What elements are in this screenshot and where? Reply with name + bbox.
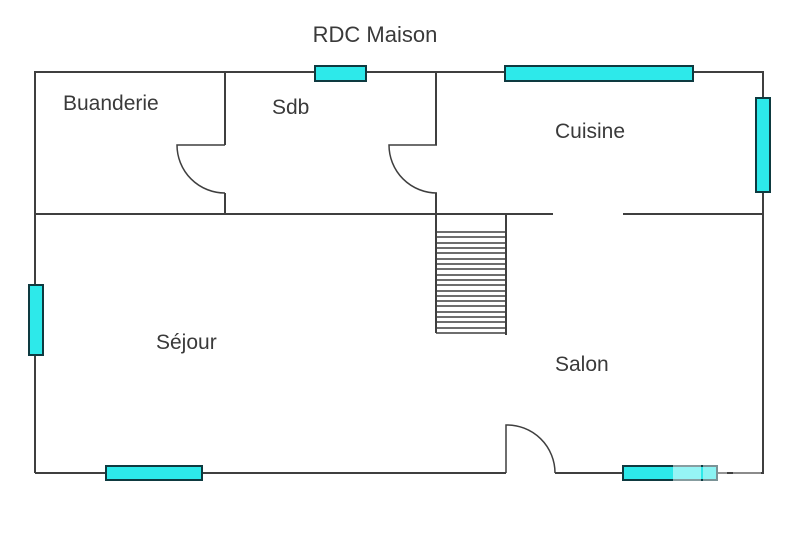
room-label-sdb: Sdb [272,96,310,119]
window-right-cuisine [755,97,771,193]
watermark [673,451,701,485]
door-swing-salon [505,424,556,474]
exterior-wall [34,71,764,474]
room-label-buanderie: Buanderie [63,92,159,115]
window-bottom-sejour [105,465,203,481]
window-left-sejour [28,284,44,356]
windows [28,65,771,481]
interior-wall-lines [35,73,763,335]
window-top-sdb [314,65,367,82]
stair-treads [436,231,506,334]
outer-walls [34,71,764,474]
door-swing-buanderie [176,144,226,194]
door-swing-sdb [388,144,438,194]
doors [176,144,556,474]
room-label-sejour: Séjour [156,331,217,354]
room-label-salon: Salon [555,353,609,376]
watermark [703,437,727,485]
staircase [436,231,506,334]
room-label-cuisine: Cuisine [555,120,626,143]
plan-title: RDC Maison [312,22,438,47]
watermark [733,455,761,483]
window-top-cuisine [504,65,694,82]
interior-walls [35,73,763,335]
